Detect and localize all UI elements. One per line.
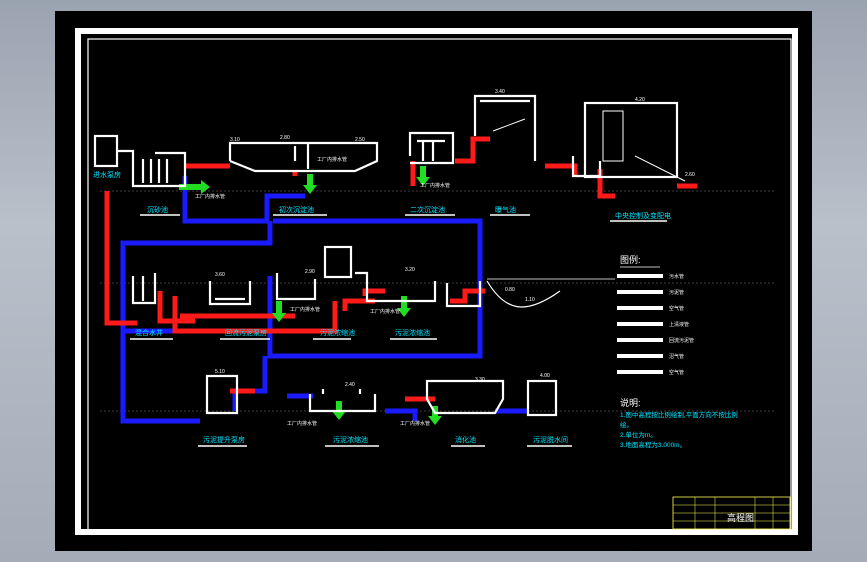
legend-item-0: 污水管	[669, 273, 684, 280]
aeration-tank-1	[408, 131, 455, 165]
svg-text:3.60: 3.60	[215, 272, 225, 278]
structure-labels: 进水泵房 沉砂池 初次沉淀池 二次沉淀池 曝气池 中央控制及变配电 混合水井 回…	[93, 170, 671, 447]
legend-item-5: 沼气管	[669, 353, 684, 360]
label-factory-pipe-5: 工厂内排水管	[370, 308, 400, 315]
notes-title: 说明:	[620, 397, 641, 408]
legend-title: 图例:	[620, 254, 641, 265]
svg-text:2.90: 2.90	[305, 269, 315, 275]
label-mix: 混合水井	[135, 328, 163, 337]
label-factory-pipe-6: 工厂内排水管	[287, 420, 317, 427]
digester	[425, 379, 505, 415]
svg-text:4.20: 4.20	[635, 97, 645, 103]
svg-text:3.30: 3.30	[475, 377, 485, 383]
label-recirc: 回流污泥泵房	[225, 328, 267, 337]
svg-text:1.10: 1.10	[525, 297, 535, 303]
svg-text:3.10: 3.10	[230, 137, 240, 143]
legend-item-1: 污泥管	[669, 289, 684, 296]
label-factory-pipe-3: 工厂内排水管	[420, 182, 450, 189]
label-factory-pipe-2: 工厂内排水管	[317, 156, 347, 163]
drawing-sheet: 3.10 2.80 2.50 3.40 4.20 2.60 3.60 2.90 …	[55, 11, 812, 551]
note-line-1: 绘。	[620, 420, 633, 429]
svg-text:3.20: 3.20	[405, 267, 415, 273]
label-thicken-2: 污泥浓缩池	[395, 328, 430, 337]
label-sludge-pump: 污泥提升泵房	[203, 435, 245, 444]
svg-text:2.50: 2.50	[355, 137, 365, 143]
label-primary: 初次沉淀池	[279, 205, 314, 214]
blue-pipe-network	[120, 176, 527, 424]
sludge-pump-house	[205, 374, 239, 415]
note-line-0: 1.图中高程按比例绘制,平面方向不按比例	[620, 410, 738, 419]
flow-arrows	[179, 166, 442, 425]
label-grit: 沉砂池	[147, 205, 168, 214]
inner-border	[87, 38, 792, 531]
process-elevation-diagram: 3.10 2.80 2.50 3.40 4.20 2.60 3.60 2.90 …	[75, 28, 798, 535]
title-block: 高程图	[672, 496, 791, 530]
svg-text:2.80: 2.80	[280, 135, 290, 141]
notes: 说明: 1.图中高程按比例绘制,平面方向不按比例 绘。 2.单位为m。 3.地面…	[620, 397, 738, 449]
legend-item-6: 空气管	[669, 369, 684, 376]
label-secondary: 二次沉淀池	[410, 205, 445, 214]
svg-text:0.80: 0.80	[505, 287, 515, 293]
primary-tank	[228, 141, 379, 173]
label-inlet: 进水泵房	[93, 170, 121, 179]
note-line-2: 2.单位为m。	[620, 430, 657, 439]
label-control: 中央控制及变配电	[615, 211, 671, 220]
legend: 图例: 污水管 污泥管 空气管 上清液管 回流污泥管 沼气管 空气管	[617, 254, 694, 376]
legend-item-4: 回流污泥管	[669, 337, 694, 344]
svg-text:4.00: 4.00	[540, 373, 550, 379]
svg-text:2.40: 2.40	[345, 382, 355, 388]
structures	[93, 94, 686, 417]
elevation-callouts: 3.10 2.80 2.50 3.40 4.20 2.60 3.60 2.90 …	[215, 89, 695, 388]
note-line-3: 3.地面高程为3.000m。	[620, 440, 686, 449]
label-digester: 消化池	[455, 435, 476, 444]
title-block-title: 高程图	[727, 512, 754, 523]
svg-text:3.40: 3.40	[495, 89, 505, 95]
dewatering-house	[526, 379, 558, 417]
svg-text:2.60: 2.60	[685, 172, 695, 178]
svg-text:5.10: 5.10	[215, 369, 225, 375]
legend-item-2: 空气管	[669, 305, 684, 312]
label-dewater: 污泥脱水间	[533, 435, 568, 444]
label-factory-pipe-1: 工厂内排水管	[195, 193, 225, 200]
outer-border	[75, 28, 798, 535]
label-thicken-top: 污泥浓缩池	[320, 328, 355, 337]
label-factory-pipe-4: 工厂内排水管	[290, 306, 320, 313]
secondary-tank	[275, 273, 317, 301]
inlet-pump-house	[93, 134, 119, 168]
thickener	[308, 389, 377, 413]
label-factory-pipe-7: 工厂内排水管	[400, 420, 430, 427]
label-thickener: 污泥浓缩池	[333, 435, 368, 444]
legend-item-3: 上清液管	[669, 321, 689, 328]
label-aeration: 曝气池	[495, 205, 516, 214]
control-building	[583, 101, 679, 179]
